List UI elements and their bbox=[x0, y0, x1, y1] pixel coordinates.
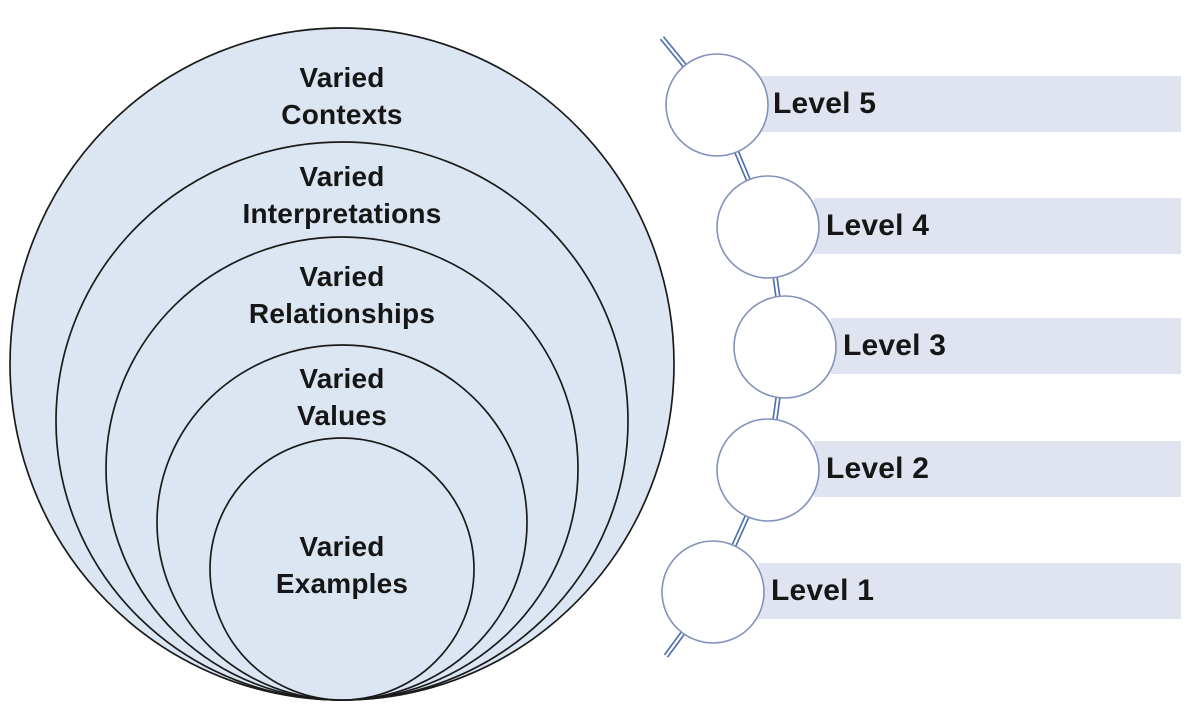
ring-label-line: Values bbox=[297, 400, 387, 431]
ring-label-interpretations: Varied Interpretations bbox=[192, 158, 492, 232]
ring-label-line: Varied bbox=[299, 363, 385, 394]
level-3-bar bbox=[831, 318, 1181, 374]
level-label-text: Level 1 bbox=[771, 574, 875, 607]
ring-label-line: Varied bbox=[299, 62, 385, 93]
ring-label-line: Examples bbox=[275, 568, 409, 599]
level-label-text: Level 3 bbox=[843, 329, 947, 362]
level-1-node bbox=[661, 540, 765, 644]
ring-label-line: Varied bbox=[299, 531, 385, 562]
level-5-bar bbox=[761, 76, 1181, 132]
ring-label-line: Contexts bbox=[281, 99, 403, 130]
level-1-label: Level 1 bbox=[771, 563, 874, 619]
level-label-text: Level 2 bbox=[826, 452, 930, 485]
level-4-node bbox=[716, 175, 820, 279]
level-4-bar bbox=[814, 198, 1181, 254]
ring-label-line: Relationships bbox=[248, 298, 436, 329]
ring-label-line: Interpretations bbox=[242, 198, 442, 229]
ring-label-relationships: Varied Relationships bbox=[192, 258, 492, 332]
ring-label-values: Varied Values bbox=[192, 360, 492, 434]
level-2-bar bbox=[814, 441, 1181, 497]
level-3-node bbox=[733, 295, 837, 399]
level-5-label: Level 5 bbox=[773, 76, 876, 132]
level-5-node bbox=[665, 53, 769, 157]
ring-label-contexts: Varied Contexts bbox=[192, 59, 492, 133]
level-4-label: Level 4 bbox=[826, 198, 929, 254]
level-label-text: Level 4 bbox=[826, 209, 930, 242]
level-label-text: Level 5 bbox=[773, 87, 877, 120]
ring-label-line: Varied bbox=[299, 161, 385, 192]
level-3-label: Level 3 bbox=[843, 318, 946, 374]
ring-label-line: Varied bbox=[299, 261, 385, 292]
level-2-label: Level 2 bbox=[826, 441, 929, 497]
level-2-node bbox=[716, 418, 820, 522]
ring-varied-examples bbox=[209, 437, 475, 701]
level-1-bar bbox=[759, 563, 1181, 619]
ring-label-examples: Varied Examples bbox=[192, 528, 492, 602]
